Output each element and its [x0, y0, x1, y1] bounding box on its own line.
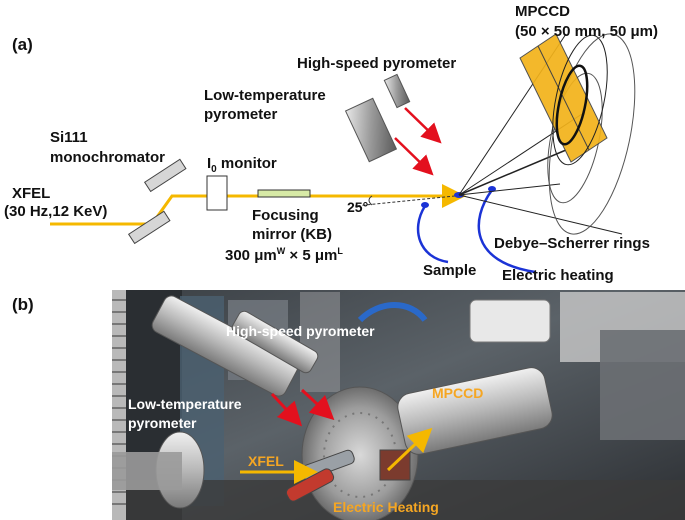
focusing-label-1: Focusing	[252, 207, 319, 224]
sample-holder-left	[421, 202, 429, 208]
photo-high-speed-arrow	[300, 388, 335, 421]
mpccd-midline	[537, 45, 590, 151]
heating-wire-left	[416, 205, 449, 264]
angle-label: 25°	[347, 199, 368, 215]
xfel-label-1: XFEL	[12, 185, 50, 202]
focusing-label-3: 300 μmW × 5 μmL	[225, 246, 343, 264]
photo-xfel-label: XFEL	[248, 453, 284, 469]
mpccd-label-1: MPCCD	[515, 3, 570, 20]
mpccd-label-2: (50 × 50 mm, 50 μm)	[515, 23, 658, 40]
low-temp-sight-arrow	[394, 137, 434, 176]
low-temp-label-1: Low-temperature	[204, 87, 326, 104]
xfel-beam	[50, 194, 452, 226]
electric-heating-label: Electric heating	[502, 267, 614, 284]
i0-monitor-label: I0 monitor	[207, 155, 277, 175]
si111-label-2: monochromator	[50, 149, 165, 166]
photo-mpccd-label: MPCCD	[432, 385, 483, 401]
photo-low-temp-label-2: pyrometer	[128, 415, 197, 431]
high-speed-sight-arrow	[404, 107, 442, 144]
i0-monitor-box	[206, 175, 228, 211]
high-speed-pyrometer-body	[383, 73, 411, 109]
debye-label: Debye–Scherrer rings	[494, 235, 650, 252]
photo-diffraction-arrow	[386, 427, 433, 472]
angle-reference-line	[354, 195, 456, 207]
panel-a-tag: (a)	[12, 35, 33, 54]
xfel-label-2: (30 Hz,12 KeV)	[4, 203, 107, 220]
panel-a: (a)	[4, 3, 658, 284]
debye-ring-outer	[552, 34, 608, 166]
photo-high-speed-label: High-speed pyrometer	[226, 323, 375, 339]
sample-holder-right	[488, 186, 496, 192]
sample-label: Sample	[423, 262, 476, 279]
kb-mirror	[257, 189, 311, 198]
photo-electric-heating-label: Electric Heating	[333, 499, 439, 515]
panel-b: (b)	[12, 290, 685, 520]
heating-wire-right	[477, 189, 536, 274]
diffraction-cone	[458, 33, 636, 235]
monochromator-crystal-lower	[127, 210, 171, 245]
low-temp-pyrometer-body	[344, 97, 398, 163]
panel-b-tag: (b)	[12, 295, 34, 314]
debye-ring-on-detector	[555, 64, 589, 146]
experiment-photo	[112, 290, 685, 520]
angle-arc	[368, 195, 373, 206]
low-temp-label-2: pyrometer	[204, 106, 278, 123]
focusing-label-2: mirror (KB)	[252, 226, 332, 243]
monochromator-crystal-upper	[143, 158, 187, 193]
photo-low-temp-label-1: Low-temperature	[128, 396, 242, 412]
photo-low-temp-arrow	[270, 392, 303, 427]
si111-label-1: Si111	[50, 129, 88, 146]
high-speed-label: High-speed pyrometer	[297, 55, 456, 72]
